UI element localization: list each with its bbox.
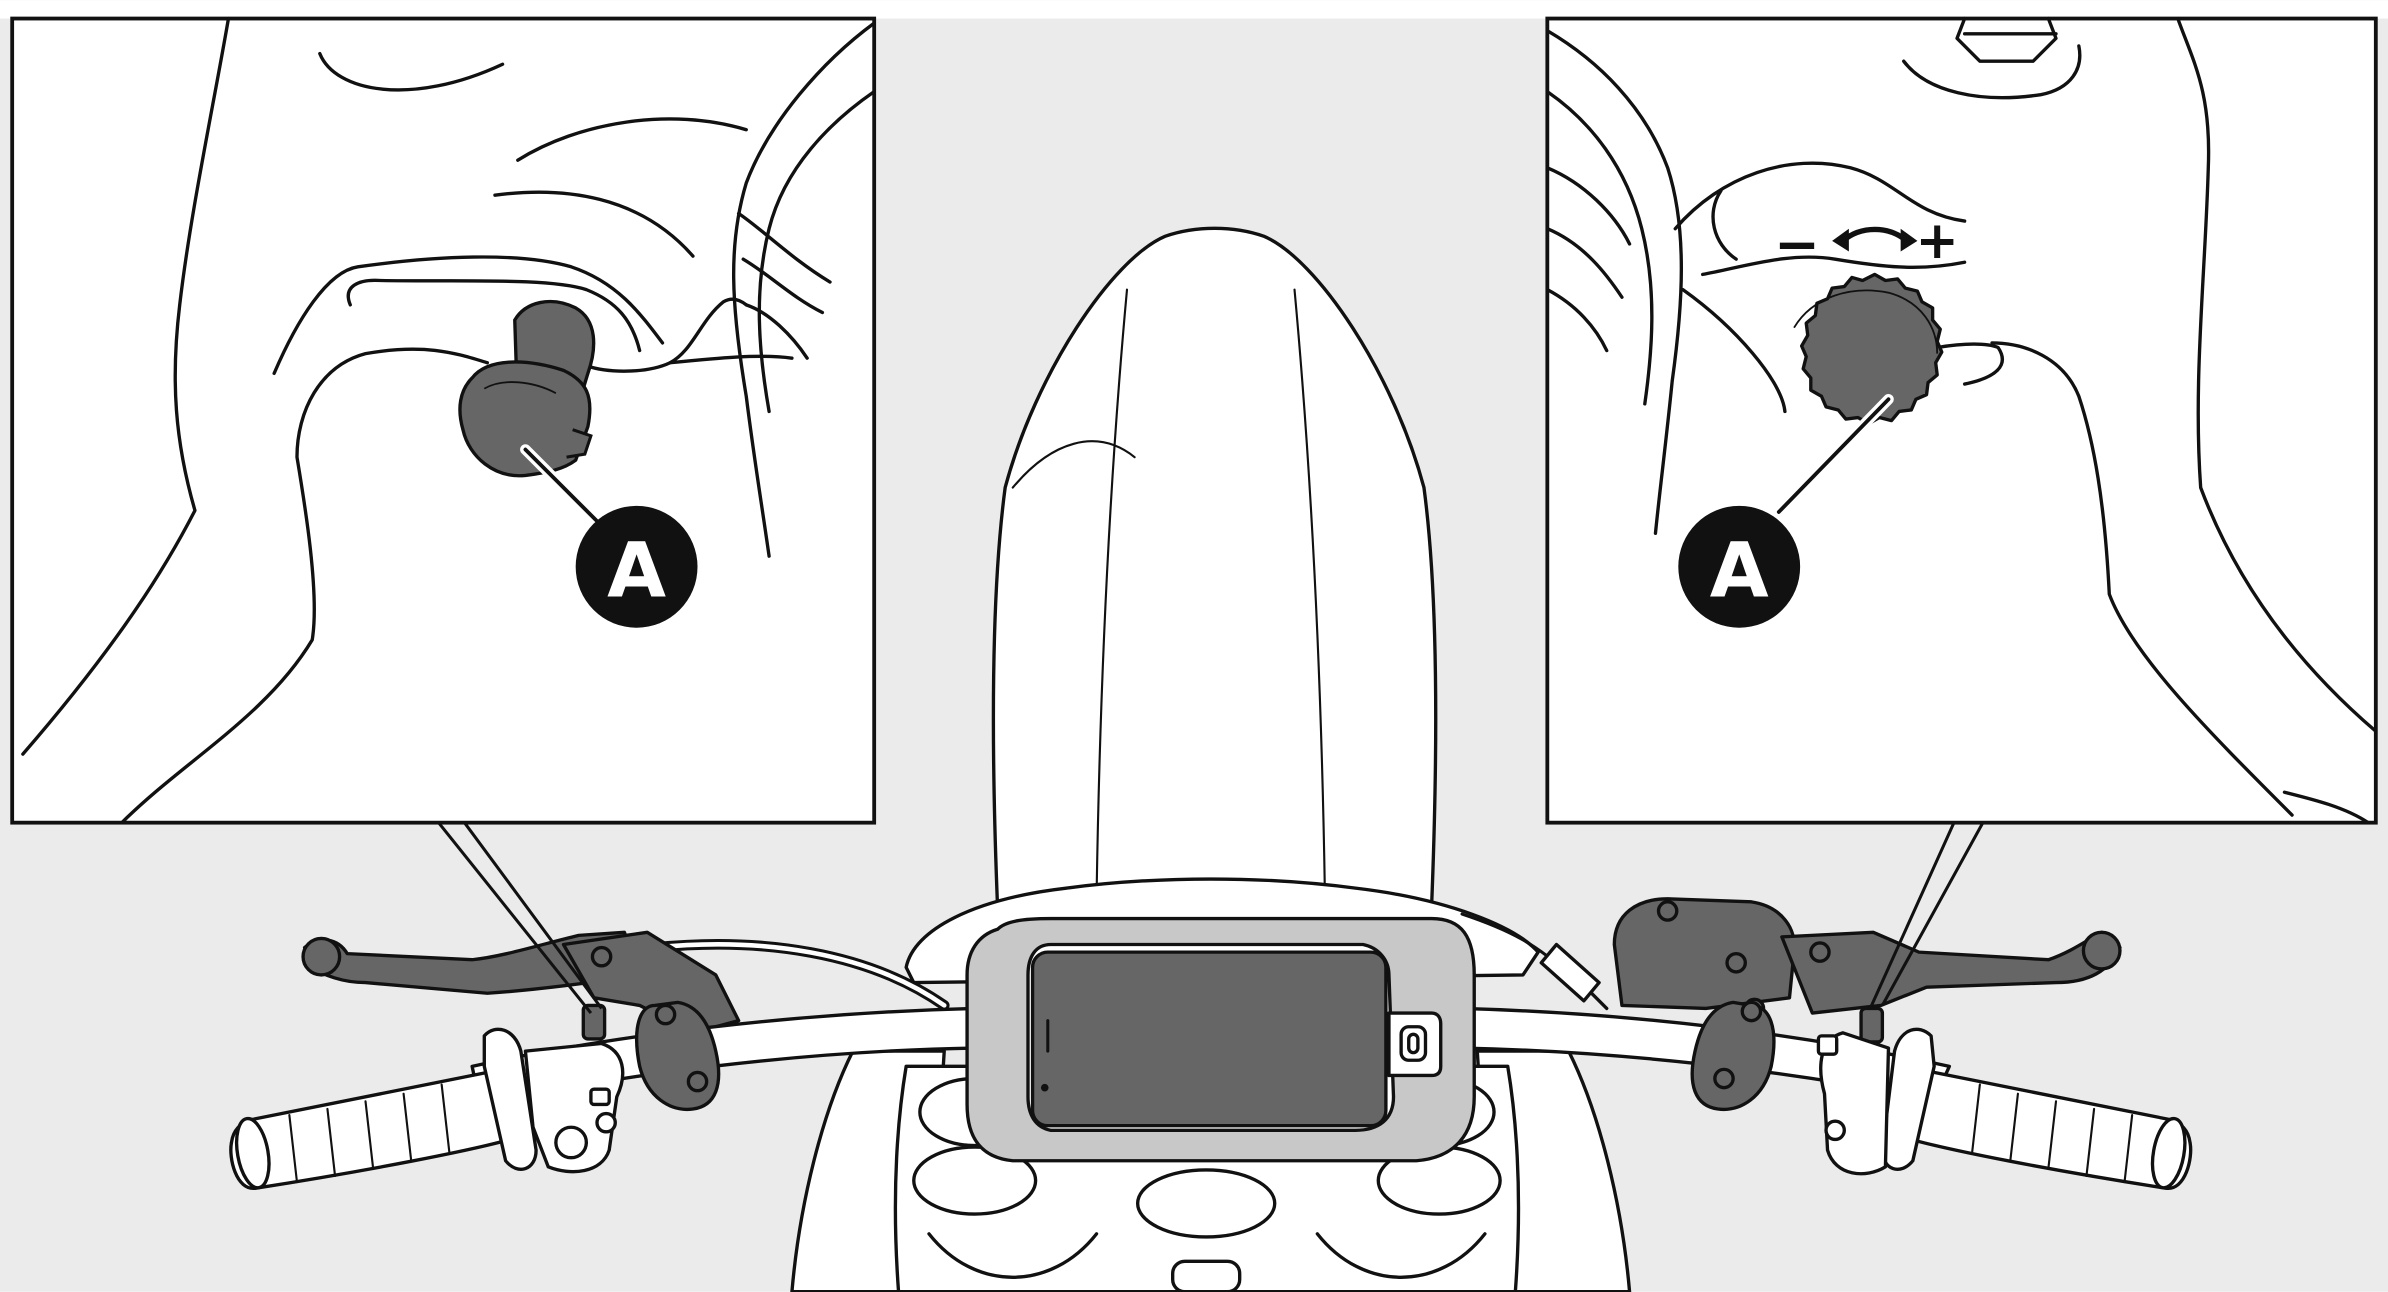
callout-a-left-label: A xyxy=(607,525,666,614)
left-grip xyxy=(229,1069,512,1190)
motorcycle-handlebar-top-view xyxy=(229,226,2193,1292)
cable-connector xyxy=(1539,942,1601,1003)
right-brake-lever xyxy=(1612,897,2122,1044)
callout-a-right-label: A xyxy=(1710,525,1769,614)
display-screen xyxy=(1030,950,1388,1128)
top-strip xyxy=(0,0,2388,19)
left-switch-housing xyxy=(482,1027,625,1174)
adjust-direction-marks: − + xyxy=(1774,211,1959,276)
minus-sign: − xyxy=(1774,212,1820,276)
right-detail-inset: − + A xyxy=(1545,16,2378,1010)
left-detail-inset: A xyxy=(10,16,877,1014)
lever-reach-adjuster xyxy=(458,299,596,478)
callout-a-left: A xyxy=(575,505,698,628)
front-fender xyxy=(991,226,1438,909)
right-switch-housing xyxy=(1816,1027,1936,1176)
plus-sign: + xyxy=(1916,211,1959,271)
right-pointer-lines xyxy=(1868,821,1985,1010)
right-bar-clamp xyxy=(1690,1000,1776,1112)
callout-a-right: A xyxy=(1678,505,1801,628)
left-pointer-lines xyxy=(437,821,603,1014)
knurled-adjuster-knob xyxy=(1793,272,1944,426)
right-grip xyxy=(1909,1069,2193,1190)
